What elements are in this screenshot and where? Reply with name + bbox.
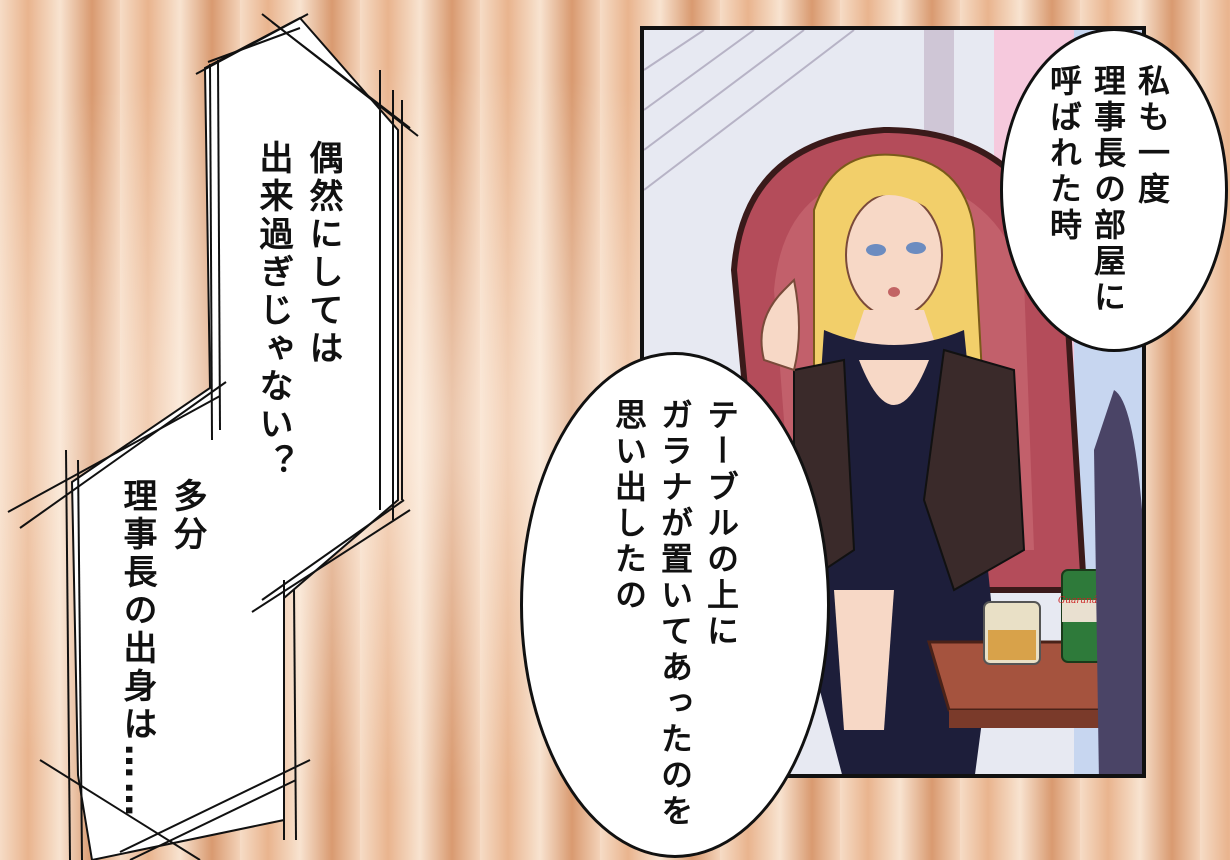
narration-box: 偶然にしては 出来過ぎじゃない？ 多分 理事長の出身は…… <box>0 0 460 860</box>
narration-line-2: 多分 理事長の出身は…… <box>117 478 207 820</box>
narration-border <box>7 13 419 860</box>
speech-bubble-top <box>1000 28 1228 352</box>
narration-line-1: 偶然にしては 出来過ぎじゃない？ <box>253 140 343 482</box>
speech-bubble-bottom <box>520 352 830 858</box>
manga-panel <box>640 26 1146 778</box>
speech-bubble-top-text: 私も一度 理事長の部屋に 呼ばれた時 <box>1045 64 1171 316</box>
can-label: Guaraná <box>1058 596 1098 606</box>
speech-bubble-bottom-text: テーブルの上に ガラナが置いてあったのを 思い出したの <box>610 398 740 830</box>
